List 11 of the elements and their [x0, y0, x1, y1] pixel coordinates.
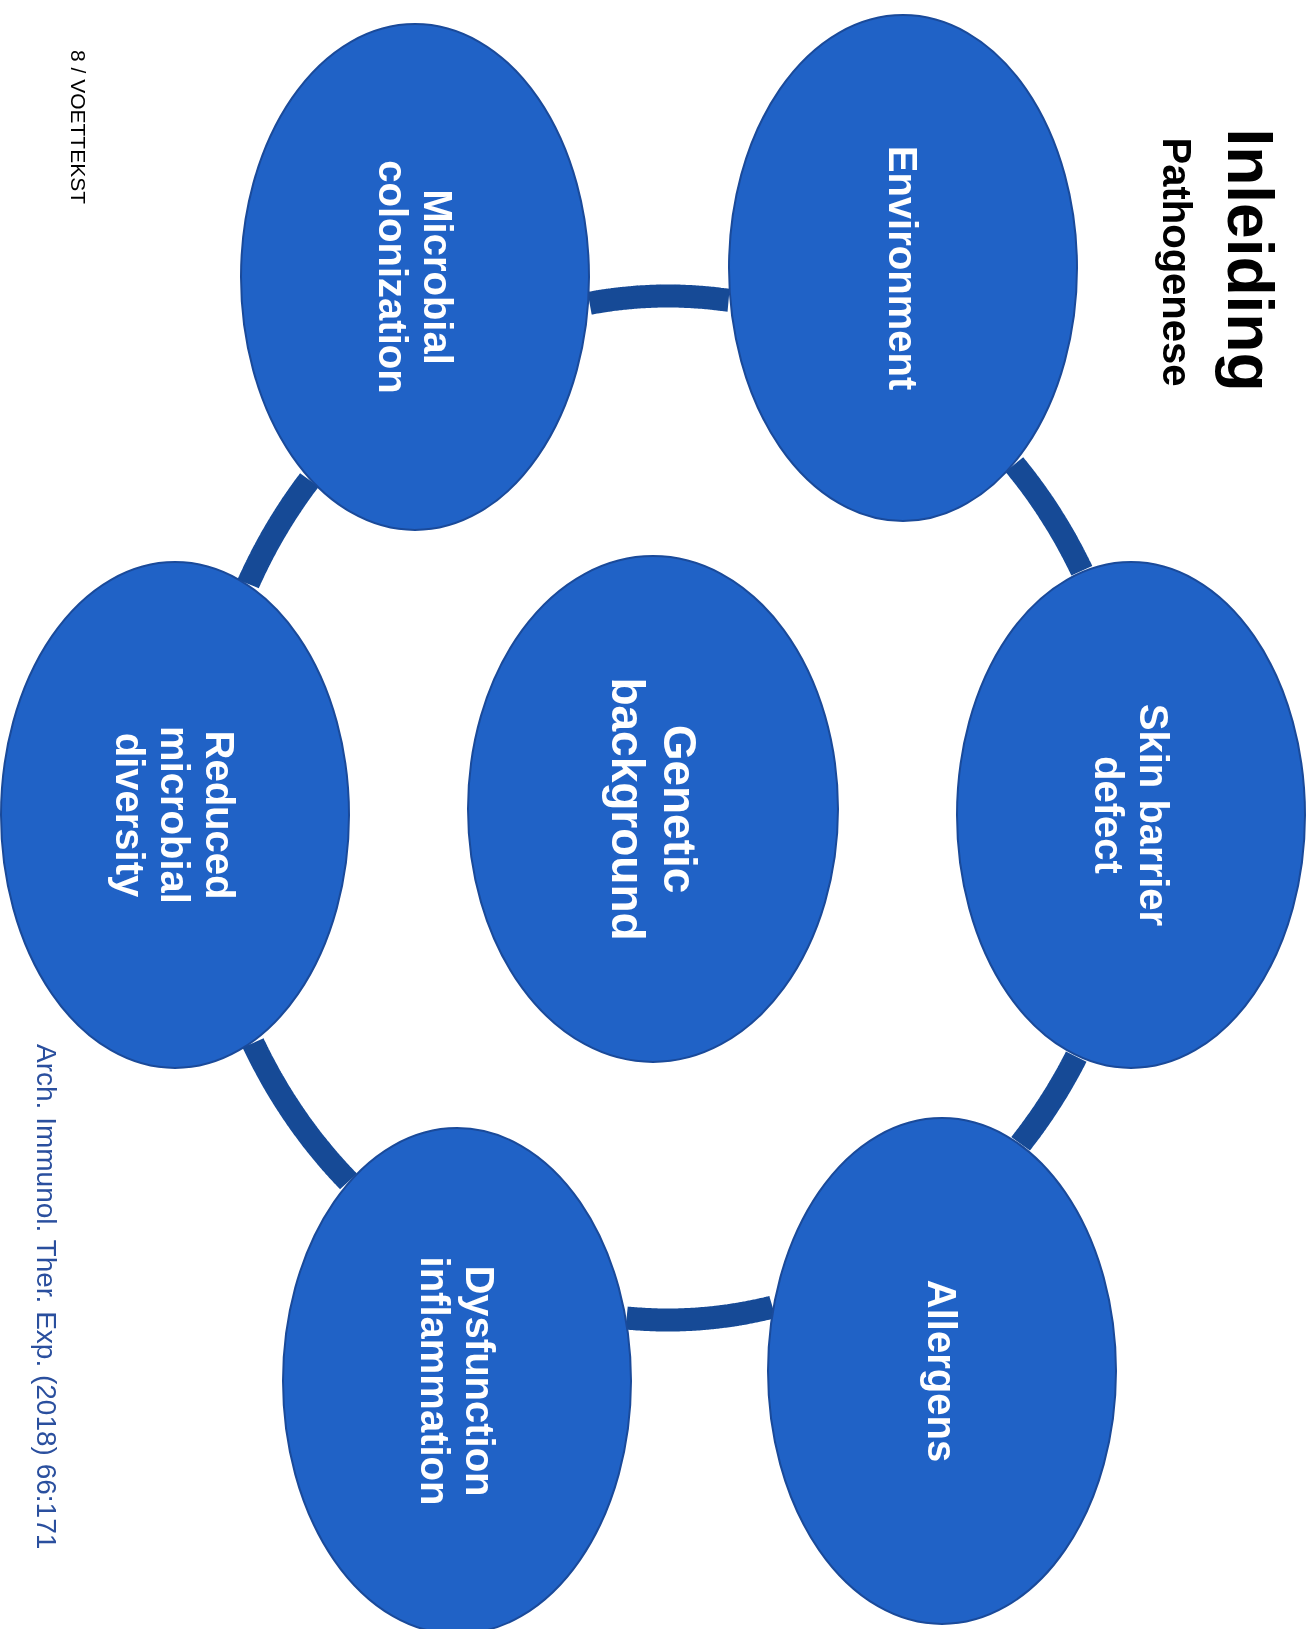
- footer-text: 8 / VOETTEKST: [66, 50, 90, 204]
- node-label: Environment: [880, 144, 926, 393]
- node-label: Reduced microbial diversity: [107, 725, 243, 906]
- node-label: Allergens: [919, 1278, 965, 1465]
- node-label: Dysfunction inflammation: [412, 1255, 502, 1508]
- subtitle: Pathogenese: [1153, 137, 1199, 387]
- citation: Arch. Immunol. Ther. Exp. (2018) 66:171: [30, 1044, 62, 1550]
- node-label: Genetic background: [601, 676, 705, 943]
- node-label: Microbial colonization: [370, 159, 460, 396]
- title: Inleiding: [1213, 128, 1287, 392]
- node-label: Skin barrier defect: [1086, 702, 1176, 929]
